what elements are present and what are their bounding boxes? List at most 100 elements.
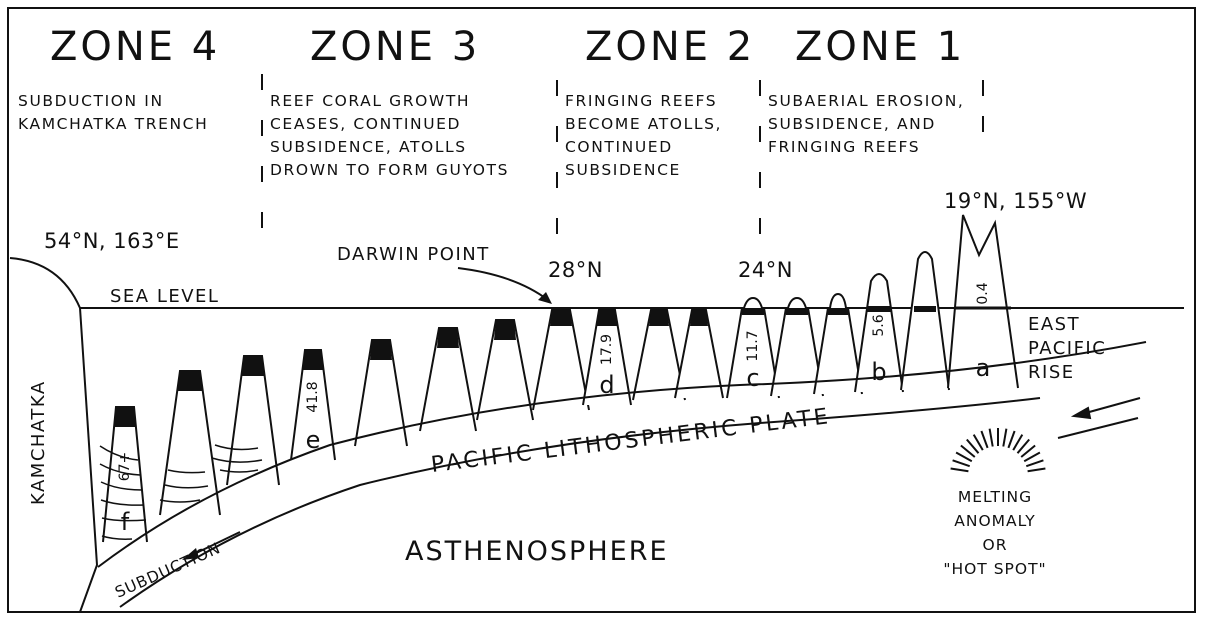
seamount-chain: 67+f 41.8 e 17.9 d 11.7 c 5.6 b 0.4a — [102, 214, 1019, 543]
zone-4-description: SUBDUCTION IN KAMCHATKA TRENCH — [18, 92, 208, 133]
hot-spot-ray — [960, 444, 976, 458]
reef-cap — [597, 310, 617, 326]
hot-spot-ray — [1020, 444, 1036, 458]
hot-spot-ray — [972, 434, 984, 451]
seamount-age-label: 41.8 — [305, 381, 321, 412]
coordinate-east-label: 19°N, 155°W — [944, 189, 1087, 213]
hot-spot-ray — [1027, 467, 1046, 473]
seamount: 17.9 d — [582, 309, 632, 406]
reef-cap — [494, 320, 516, 340]
seamount-age-label: 11.7 — [745, 330, 761, 361]
reef-cap — [914, 306, 936, 312]
hot-spot-ray — [1016, 438, 1030, 454]
plate-bottom-surface — [119, 397, 1041, 608]
seamount — [813, 292, 863, 395]
seamount — [354, 339, 408, 447]
reef-cap — [242, 356, 264, 376]
svg-text:SUBDUCTION IN: SUBDUCTION IN — [18, 92, 164, 110]
seamount-age-label: 5.6 — [871, 314, 887, 336]
reef-cap — [690, 310, 708, 326]
seamount: 5.6 b — [854, 273, 904, 393]
seamount-letter-label: f — [121, 508, 130, 536]
island-knob — [743, 296, 763, 309]
seamount-letter-label: d — [599, 371, 614, 399]
svg-text:FRINGING REEFS: FRINGING REEFS — [768, 138, 920, 156]
seamount-letter-label: e — [306, 426, 321, 454]
kamchatka-landmass — [9, 257, 99, 613]
seamount — [159, 370, 221, 516]
subduction-arrowhead — [182, 548, 199, 560]
seamount: 67+f — [102, 406, 148, 543]
hot-spot-ray — [952, 459, 971, 468]
darwin-point-arrow — [457, 267, 549, 301]
hot-spot-ray — [1012, 434, 1024, 451]
svg-text:"HOT SPOT": "HOT SPOT" — [943, 560, 1046, 578]
kamchatka-label: KAMCHATKA — [28, 380, 49, 505]
hot-spot-ray — [1007, 430, 1016, 449]
seamount — [674, 309, 724, 399]
reef-cap — [370, 340, 392, 360]
svg-text:DROWN TO FORM GUYOTS: DROWN TO FORM GUYOTS — [270, 161, 509, 179]
svg-text:EAST: EAST — [1028, 314, 1080, 335]
seamount — [900, 251, 950, 391]
zone-2-title: ZONE 2 — [585, 24, 755, 70]
reef-cap — [303, 350, 323, 370]
seamount — [419, 327, 477, 432]
seamount — [770, 296, 824, 397]
hot-spot-ray — [1025, 459, 1044, 468]
seamount-age-label: 17.9 — [599, 334, 615, 365]
reef-cap — [437, 328, 459, 348]
reef-cap — [742, 307, 764, 315]
svg-text:SUBAERIAL EROSION,: SUBAERIAL EROSION, — [768, 92, 964, 110]
seamount: 11.7 c — [726, 296, 780, 399]
hot-spot-ray — [1002, 428, 1008, 447]
coordinate-west-label: 54°N, 163°E — [44, 229, 180, 253]
island-knob — [829, 292, 847, 309]
seamount — [532, 309, 590, 411]
subduction-arrow-line — [189, 531, 241, 557]
hot-spot-ray — [988, 428, 994, 447]
hot-spot-label: MELTING ANOMALY OR "HOT SPOT" — [943, 488, 1046, 578]
zone-dividers — [261, 74, 984, 234]
latitude-28-label: 28°N — [548, 258, 603, 282]
seamount-letter-label: b — [871, 358, 886, 386]
seamount-letter-label: c — [746, 364, 759, 392]
svg-text:REEF CORAL GROWTH: REEF CORAL GROWTH — [270, 92, 470, 110]
latitude-24-label: 24°N — [738, 258, 793, 282]
zone-1-description: SUBAERIAL EROSION, SUBSIDENCE, AND FRING… — [768, 92, 964, 156]
asthenosphere-label: ASTHENOSPHERE — [405, 536, 669, 567]
reef-cap — [786, 307, 808, 315]
svg-text:MELTING: MELTING — [958, 488, 1032, 506]
svg-text:SUBSIDENCE: SUBSIDENCE — [565, 161, 681, 179]
svg-text:ANOMALY: ANOMALY — [954, 512, 1035, 530]
reef-cap — [114, 407, 136, 427]
zone-3-title: ZONE 3 — [310, 24, 480, 70]
seamount-age-label: 0.4 — [975, 282, 991, 304]
figure-frame — [7, 7, 1196, 613]
zone-1-title: ZONE 1 — [795, 24, 965, 70]
seamount — [226, 355, 280, 486]
darwin-point-label: DARWIN POINT — [337, 244, 490, 265]
plate-motion-arrows — [1057, 397, 1141, 439]
plate-top-surface — [97, 341, 1147, 568]
reef-cap — [550, 310, 572, 326]
svg-text:PACIFIC: PACIFIC — [1028, 338, 1106, 359]
zone-2-description: FRINGING REEFS BECOME ATOLLS, CONTINUED … — [565, 92, 720, 179]
trench-sediment — [99, 444, 263, 540]
hot-spot-rays — [950, 428, 1046, 473]
svg-text:SUBSIDENCE, ATOLLS: SUBSIDENCE, ATOLLS — [270, 138, 467, 156]
reef-cap — [867, 306, 891, 312]
zone-3-description: REEF CORAL GROWTH CEASES, CONTINUED SUBS… — [270, 92, 509, 179]
seamount: 41.8 e — [290, 349, 336, 461]
reef-cap — [828, 307, 848, 315]
zone-4-title: ZONE 4 — [50, 24, 220, 70]
seamount: 0.4a — [947, 214, 1019, 389]
reef-cap — [649, 310, 669, 326]
seamount — [476, 319, 534, 421]
island-knob — [787, 296, 807, 309]
hot-spot-ray — [950, 467, 969, 473]
svg-text:KAMCHATKA TRENCH: KAMCHATKA TRENCH — [18, 115, 208, 133]
hot-spot-ray — [1023, 451, 1041, 463]
seamount — [632, 309, 686, 401]
